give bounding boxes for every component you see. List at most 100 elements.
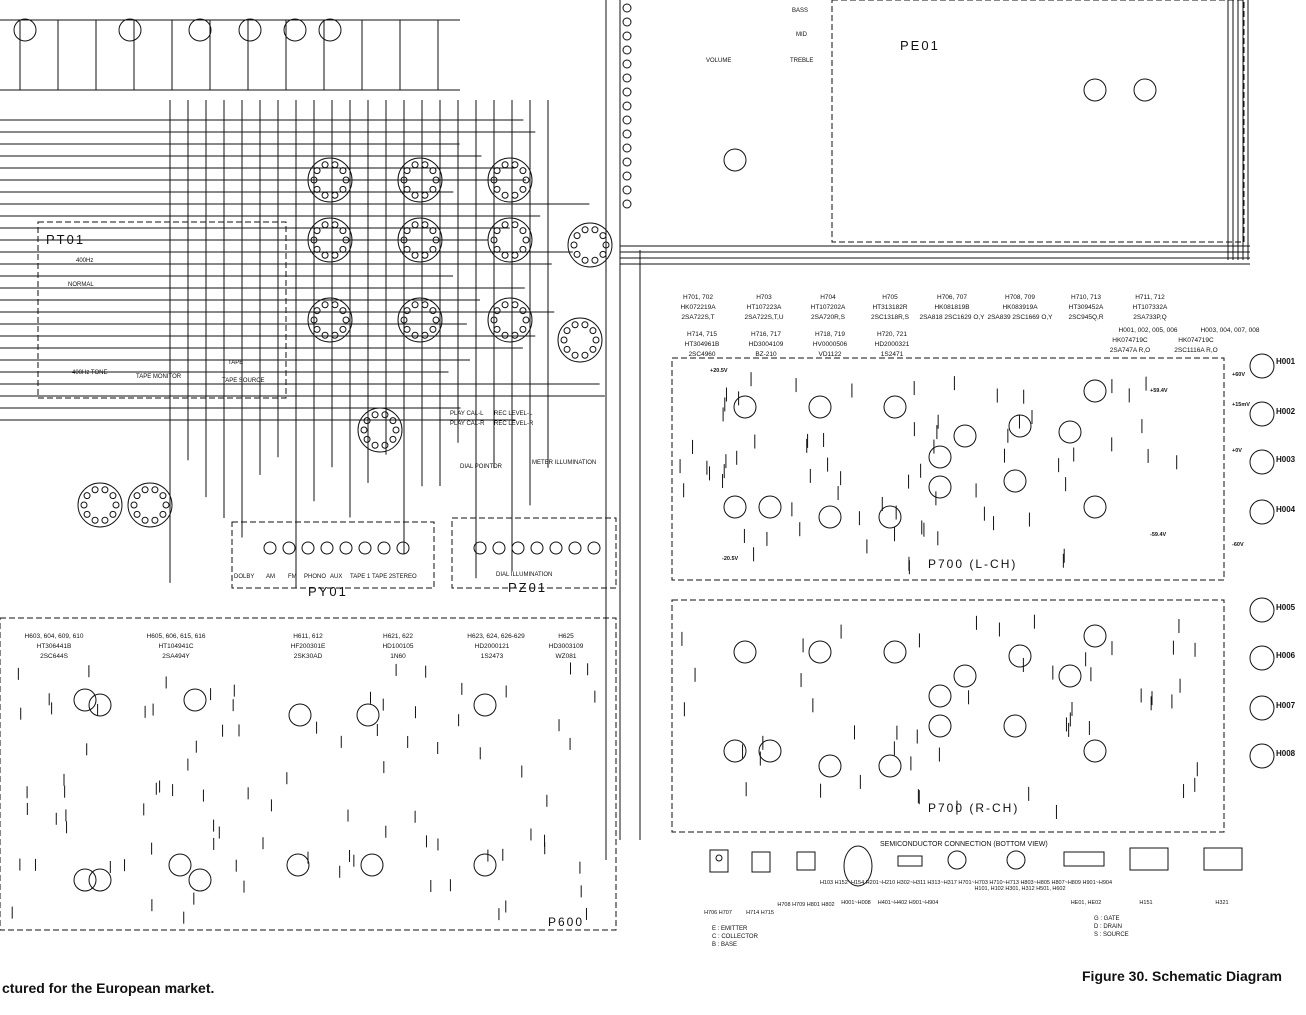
pt01-tape-label: TAPE [228,360,243,366]
switch-contact [493,245,501,253]
switch-contact [403,245,411,253]
switch-contact [339,227,347,235]
switch-contact [411,301,419,309]
power-transistor-table: H701, 702 HK072219A 2SA722S,T H703 HT107… [680,294,1259,358]
label-h003: H003 [1276,455,1296,464]
switch-contact [429,185,437,193]
rail-voltages: +60V +15mV -60V +0V -20.5V +20.5V -59.4V… [710,368,1250,562]
pz01-socket-5 [568,541,582,555]
terminal-2 [622,31,632,41]
output-transistor-0 [1249,353,1275,379]
transistor-31 [1083,78,1107,102]
switch-contact [321,251,329,259]
p600-type-623: 1S2473 [481,653,504,660]
pt-type-720: 1S2471 [881,351,904,358]
p600-ref-603: H603, 604, 609, 610 [25,633,84,640]
pt-type-h001: 2SA747A R,O [1110,347,1150,354]
switch-contact [331,331,339,339]
pkg-h001: H001~H008 [841,900,871,906]
legend-collector: C : COLLECTOR [712,934,759,940]
switch-contact [511,251,519,259]
transistor-25 [758,739,782,763]
p600-ref-605: H605, 606, 615, 616 [147,633,206,640]
py01-label-fm: FM [288,574,297,580]
switch-contact [339,325,347,333]
switch-contact [310,236,318,244]
pt-part-714: HT304961B [685,341,720,348]
switch-contact [411,221,419,229]
pkg-h321: H321 [1215,900,1228,906]
switch-contact [563,345,571,353]
switch-contact [432,316,440,324]
pkg-to3 [843,845,873,887]
pt-ref-703: H703 [756,294,772,301]
switch-contact [159,510,167,518]
switch-contact [83,510,91,518]
package-outlines [709,845,1243,887]
switch-contact [159,492,167,500]
transistor-9 [723,495,747,519]
switch-contact [381,411,389,419]
transistor-15 [733,640,757,664]
switch-contact [429,325,437,333]
pt-part-703: HT107223A [747,304,782,311]
switch-contact [101,486,109,494]
pkg-714: H714 H715 [746,910,774,916]
switch-contact [573,232,581,240]
pt-ref-701: H701, 702 [683,294,713,301]
pt-part-711: HT107332A [1133,304,1168,311]
switch-contact [421,191,429,199]
switch-contact [371,441,379,449]
switch-contact [429,245,437,253]
pt-type-706: 2SA818 2SC1629 O,Y [919,314,985,321]
switch-contact [91,486,99,494]
switch-contact [501,161,509,169]
pt01-tape-source-label: TAPE SOURCE [222,378,265,384]
pz01-frame [451,517,617,589]
py01-socket-5 [358,541,372,555]
volt-h: +59.4V [1150,388,1168,394]
pt-ref-720: H720, 721 [877,331,907,338]
pt-part-705: HT313182R [872,304,907,311]
switch-contact [519,325,527,333]
switch-contact [490,236,498,244]
label-h002: H002 [1276,407,1296,416]
switch-contact [360,426,368,434]
pt01-label: PT01 [46,232,85,247]
pt-ref-705: H705 [882,294,898,301]
rec-level-l-label: REC LEVEL-L [494,411,533,417]
switch-contact [411,191,419,199]
switch-contact [371,411,379,419]
switch-contact [109,492,117,500]
switch-contact [490,316,498,324]
switch-contact [339,307,347,315]
transistor-22 [928,714,952,738]
terminal-3 [622,45,632,55]
switch-contact [403,227,411,235]
p600-type-605: 2SA494Y [162,653,190,660]
transistor-12 [878,505,902,529]
transistor-28 [1083,624,1107,648]
output-transistor-5 [1249,645,1275,671]
transistor-41 [183,688,207,712]
pkg-h401: H401~H402 H901~H904 [878,900,939,906]
rotary-switch-6 [307,297,353,343]
py01-socket-4 [339,541,353,555]
p600-part-625: HD3003109 [549,643,584,650]
transistor-51 [473,853,497,877]
transistor-23 [1003,714,1027,738]
switch-contact [581,256,589,264]
switch-contact [403,325,411,333]
switch-contact [421,221,429,229]
switch-contact [411,251,419,259]
treble-label: TREBLE [790,58,813,64]
switch-contact [511,161,519,169]
switch-contact [570,241,578,249]
meter-illumination-label: METER ILLUMINATION [532,460,596,466]
pt01-normal-label: NORMAL [68,282,94,288]
pt-type-711: 2SA733P,Q [1133,314,1167,321]
py01-input-labels: DOLBY AM FM PHONO AUX TAPE 1 TAPE 2 STER… [234,574,417,580]
switch-contact [490,176,498,184]
p700-r-label: P700 (R-CH) [928,801,1019,815]
rotary-switch-2 [487,157,533,203]
